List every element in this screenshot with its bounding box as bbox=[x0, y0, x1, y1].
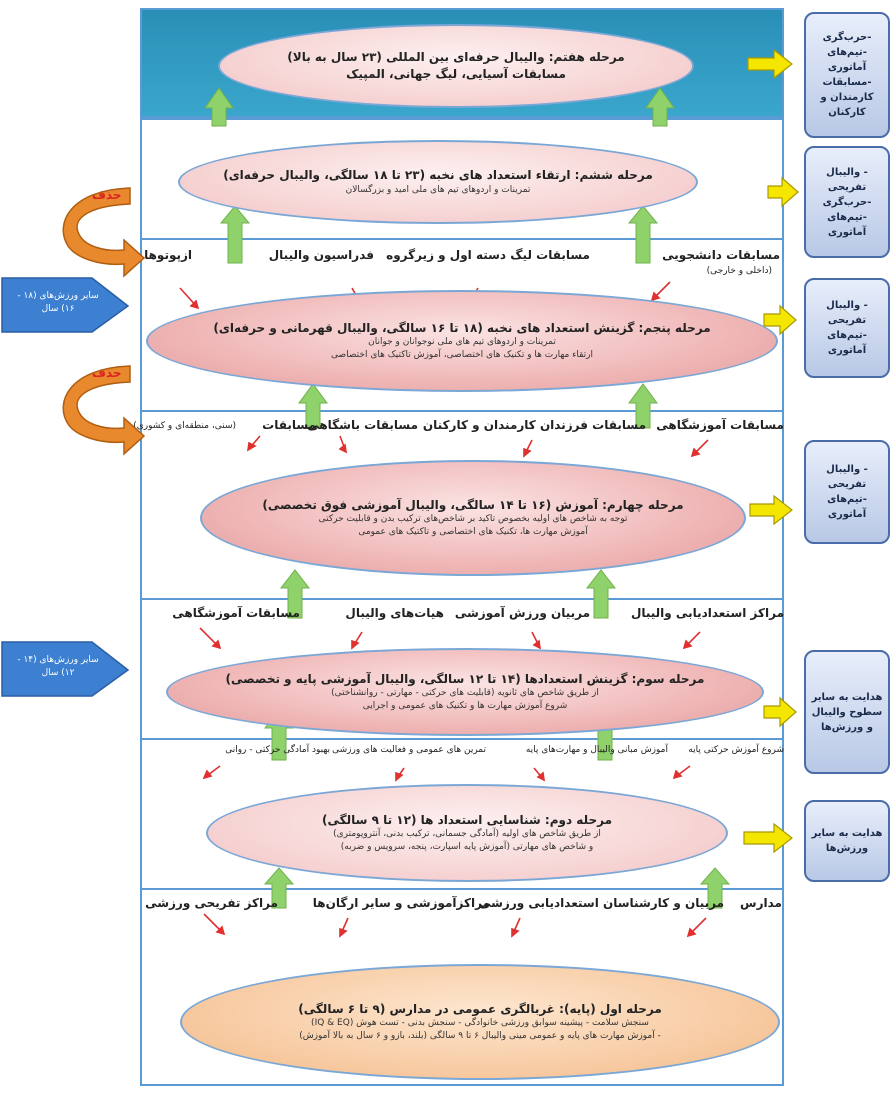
stage-4-title: مرحله چهارم: آموزش (۱۶ تا ۱۴ سالگی، والی… bbox=[262, 497, 684, 512]
stage-5-title: مرحله پنجم: گزینش استعداد های نخبه (۱۸ ت… bbox=[213, 320, 711, 335]
blue-arrow-2 bbox=[1, 641, 130, 697]
stage-2-title: مرحله دوم: شناسایی استعداد ها (۱۲ تا ۹ س… bbox=[321, 812, 613, 827]
stage-4: مرحله چهارم: آموزش (۱۶ تا ۱۴ سالگی، والی… bbox=[200, 460, 746, 576]
stage-6-title: مرحله ششم: ارتقاء استعداد های نخبه (۲۳ ت… bbox=[223, 168, 653, 183]
stage-4-sub2: آموزش مهارت ها، تکنیک های اختصاصی و تاکت… bbox=[358, 527, 588, 538]
row4-label-club: مسابقات باشگاهی bbox=[307, 418, 418, 432]
row1-label-schools: مدارس bbox=[740, 896, 782, 910]
stage-7-title: مرحله هفتم: والیبال حرفه‌ای بین المللی (… bbox=[287, 50, 625, 65]
up-arrow bbox=[627, 205, 659, 264]
row5-label-domestic: (داخلی و خارجی) bbox=[706, 266, 772, 276]
row4-label-regional: (سنی، منطقه‌ای و کشوری) bbox=[133, 421, 236, 431]
stage-2-sub2: و شاخص های مهارتی (آموزش پایه اسپارت، پن… bbox=[340, 842, 594, 853]
up-arrow bbox=[263, 867, 295, 909]
stage-5-sub1: تمرینات و اردوهای تیم های ملی نوجوانان و… bbox=[368, 337, 556, 348]
stage-2-sub1: از طریق شاخص های اولیه (آمادگی جسمانی، ت… bbox=[333, 829, 601, 840]
up-arrow bbox=[699, 867, 731, 909]
side-box-5: هدایت به سایر سطوح والیبال و ورزش‌ها bbox=[804, 650, 890, 774]
stage-7: مرحله هفتم: والیبال حرفه‌ای بین المللی (… bbox=[218, 24, 694, 108]
side-box-3: - والیبال تفریحی -تیم‌های آماتوری bbox=[804, 278, 890, 378]
stage-4-sub1: توجه به شاخص های اولیه بخصوص تاکید بر شا… bbox=[318, 514, 628, 525]
green-arrows bbox=[179, 87, 731, 938]
side-box-1: -حرب‌گری -تیم‌های آماتوری -مسابقات کارمن… bbox=[804, 12, 890, 138]
row2-label-exercise: تمرین های عمومی و فعالیت های ورزشی bbox=[332, 745, 486, 755]
row1-label-recreation: مراکز تفریحی ورزشی bbox=[145, 896, 278, 910]
up-arrow bbox=[204, 87, 234, 127]
yellow-arrow bbox=[763, 304, 797, 336]
row3-label-school-comp: مسابقات آموزشگاهی bbox=[172, 606, 300, 620]
side-box-2: - والیبال تفریحی -حرب‌گری -تیم‌های آماتو… bbox=[804, 146, 890, 258]
row5-label-league: مسابقات لیگ دسته اول و زیرگروه bbox=[386, 248, 590, 262]
yellow-arrow bbox=[749, 494, 793, 526]
stage-5-sub2: ارتقاء مهارت ها و تکنیک های اختصاصی، آمو… bbox=[330, 350, 594, 361]
divider bbox=[140, 238, 784, 240]
stage-3-title: مرحله سوم: گزینش استعدادها (۱۴ تا ۱۲ سال… bbox=[225, 671, 705, 686]
blue-arrow-1-label: سایر ورزش‌های (۱۸ - ۱۶) سال bbox=[17, 291, 99, 314]
stage-2: مرحله دوم: شناسایی استعداد ها (۱۲ تا ۹ س… bbox=[206, 784, 728, 882]
row2-label-basics: آموزش مبانی والیبال و مهارت‌های پایه bbox=[525, 745, 668, 755]
up-arrow bbox=[298, 383, 328, 429]
yellow-arrow bbox=[743, 822, 793, 854]
stage-1-title: مرحله اول (پایه): غربالگری عمومی در مدار… bbox=[298, 1001, 662, 1016]
stage-6: مرحله ششم: ارتقاء استعداد های نخبه (۲۳ ت… bbox=[178, 140, 698, 224]
row4-label-school-comp: مسابقات آموزشگاهی bbox=[656, 418, 784, 432]
row2-label-fitness: بهبود آمادگی حرکتی - روانی bbox=[225, 745, 330, 755]
stage-5: مرحله پنجم: گزینش استعداد های نخبه (۱۸ ت… bbox=[146, 290, 778, 392]
row3-label-talent-centers: مراکز استعدادیابی والیبال bbox=[630, 606, 784, 620]
up-arrow bbox=[585, 569, 617, 619]
yellow-arrow bbox=[747, 48, 793, 80]
remove-label-2: حذف bbox=[92, 366, 122, 380]
row5-label-trials: ازپوتوها bbox=[144, 248, 192, 262]
row3-label-committees: هیات‌های والیبال bbox=[345, 606, 444, 620]
remove-label-1: حذف bbox=[92, 188, 122, 202]
row4-label-employees: مسابقات فرزندان کارمندان و کارکنان bbox=[422, 418, 646, 432]
yellow-arrows bbox=[743, 48, 799, 854]
row3-label-coaches: مربیان ورزش آموزشی bbox=[454, 606, 590, 620]
row5-label-university: مسابقات دانشجویی bbox=[662, 248, 780, 262]
row1-label-edu-centers: مراکزآموزشی و سایر ارگان‌ها bbox=[312, 896, 490, 910]
blue-arrow-2-label: سایر ورزش‌های (۱۴ - ۱۲) سال bbox=[17, 655, 99, 678]
divider bbox=[140, 888, 784, 890]
up-arrow bbox=[219, 205, 251, 264]
stage-1-sub2: - آموزش مهارت های پایه و عمومی مینی والی… bbox=[299, 1031, 661, 1042]
up-arrow bbox=[279, 569, 311, 619]
stage-3-sub1: از طریق شاخص های ثانویه (قابلیت های حرکت… bbox=[331, 688, 599, 699]
side-box-6: هدایت به سایر ورزش‌ها bbox=[804, 800, 890, 882]
divider bbox=[140, 598, 784, 600]
stage-7-sub: مسابقات آسیایی، لیگ جهانی، المپیک bbox=[346, 67, 566, 81]
row4-label-comp: مسابقات bbox=[262, 418, 316, 432]
row5-label-federation: فدراسیون والیبال bbox=[268, 248, 374, 262]
divider bbox=[140, 118, 784, 120]
yellow-arrow bbox=[763, 696, 797, 728]
yellow-arrow bbox=[767, 176, 799, 208]
row1-label-experts: مربیان و کارشناسان استعدادیابی ورزشی bbox=[478, 896, 724, 910]
stage-6-sub: تمرینات و اردوهای تیم های ملی امید و بزر… bbox=[345, 184, 531, 195]
divider bbox=[140, 738, 784, 740]
row2-label-motor: شروع آموزش حرکتی پایه bbox=[688, 745, 784, 755]
blue-arrow-1 bbox=[1, 277, 130, 333]
stage-1-sub1: سنجش سلامت - پیشینه سوابق ورزشی خانوادگی… bbox=[311, 1018, 649, 1029]
up-arrow bbox=[628, 383, 658, 429]
up-arrow bbox=[645, 87, 675, 127]
remove-curve-2 bbox=[62, 365, 146, 456]
side-box-4: - والیبال تفریحی -تیم‌های آماتوری bbox=[804, 440, 890, 544]
stage-1: مرحله اول (پایه): غربالگری عمومی در مدار… bbox=[180, 964, 780, 1080]
stage-3: مرحله سوم: گزینش استعدادها (۱۴ تا ۱۲ سال… bbox=[166, 648, 764, 736]
divider bbox=[140, 410, 784, 412]
remove-curve-1 bbox=[62, 187, 146, 278]
stage-3-sub2: شروع آموزش مهارت ها و تکنیک های عمومی و … bbox=[362, 701, 568, 712]
